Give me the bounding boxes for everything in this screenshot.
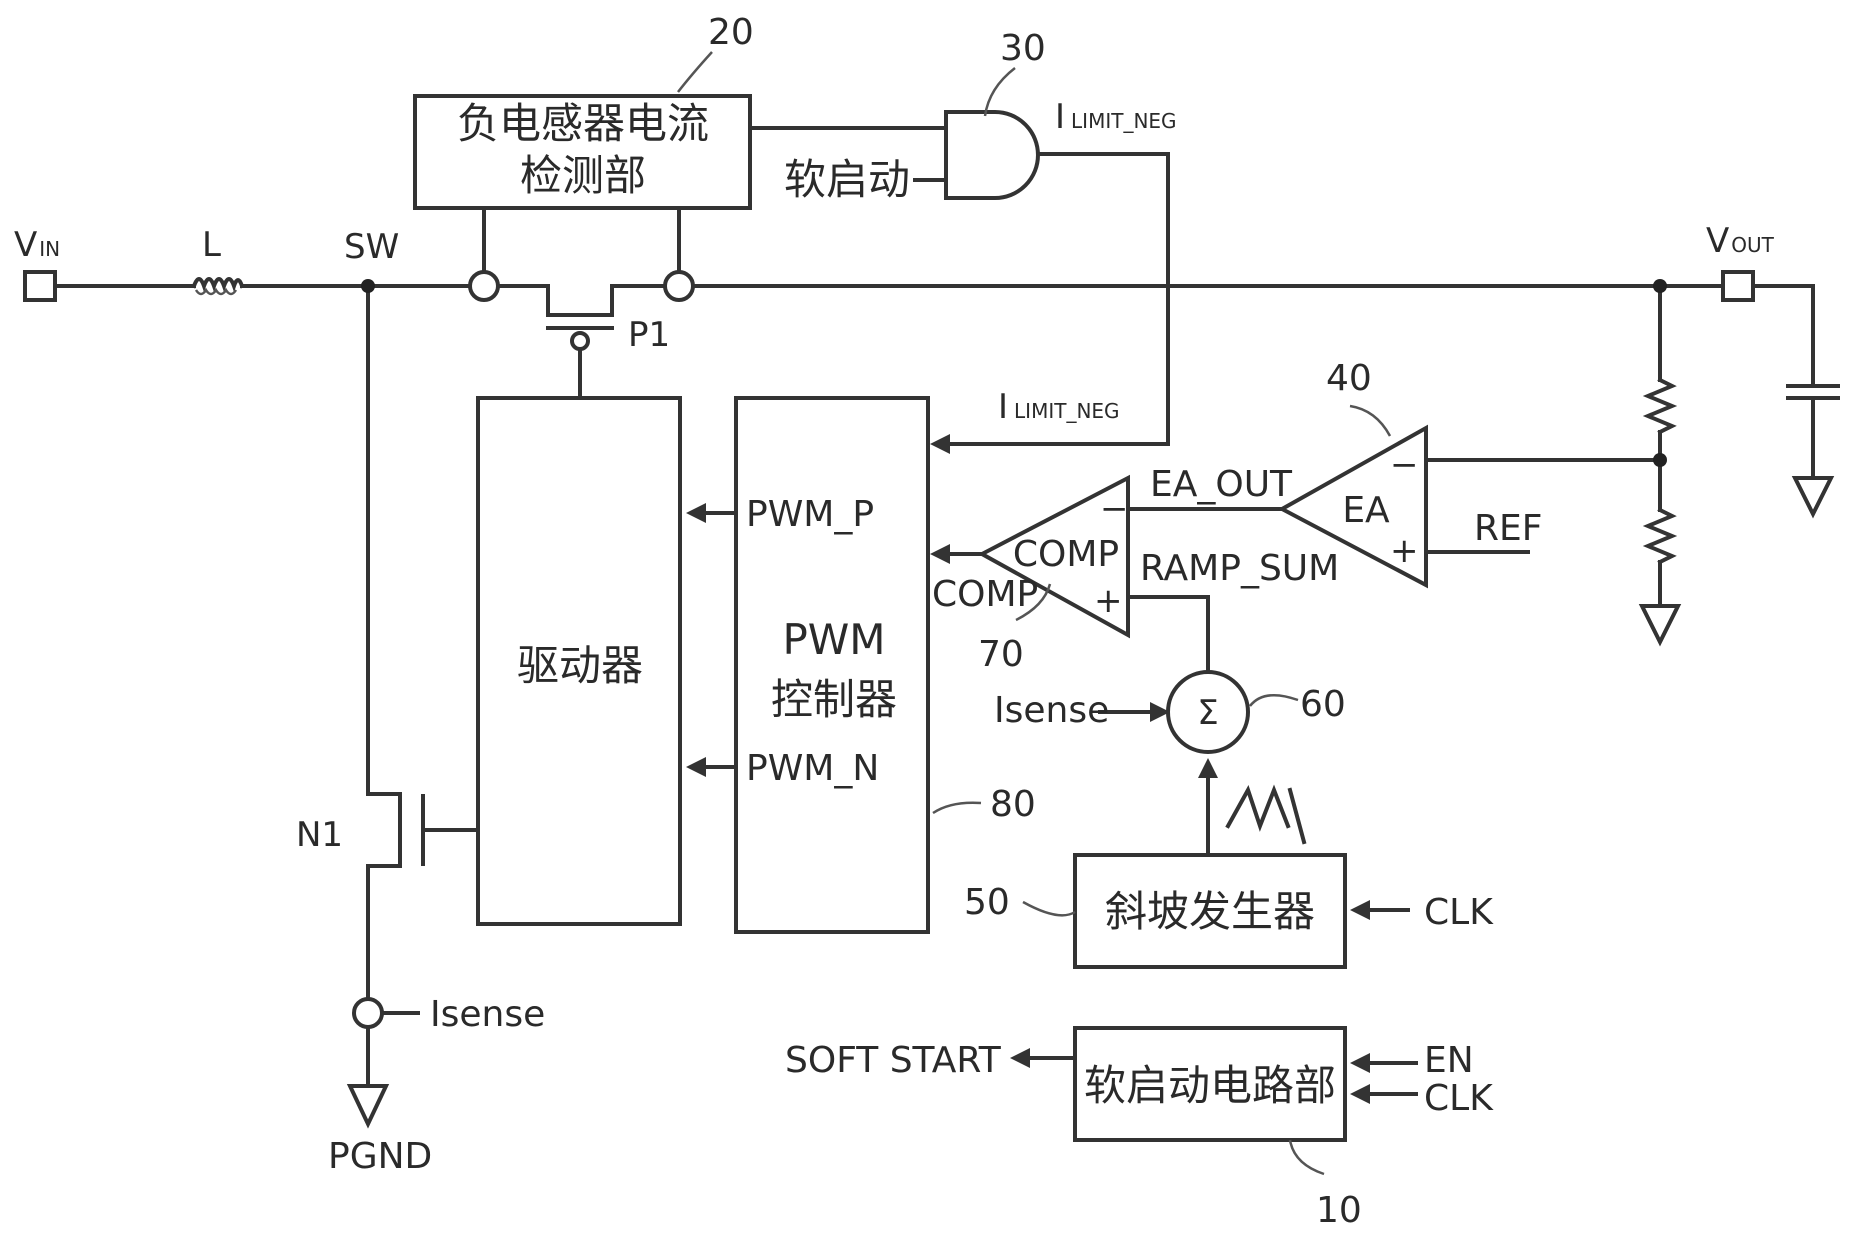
cap-ground-icon: [1791, 476, 1835, 519]
pwm-controller-ref: 80: [990, 784, 1036, 825]
detector-label-line1: 负电感器电流: [457, 99, 709, 148]
summer-circle: [1166, 670, 1250, 754]
summer-symbol: Σ: [1197, 693, 1218, 733]
and-gate-ref: 30: [1000, 28, 1046, 69]
driver-block: [476, 396, 682, 926]
comparator-label: COMP: [1013, 534, 1119, 575]
sense-point-left: [468, 270, 500, 302]
comparator-plus: +: [1094, 581, 1123, 621]
detector-label-line2: 检测部: [520, 151, 646, 200]
sw-label: SW: [344, 227, 399, 267]
neg-current-detector-block: [413, 94, 752, 210]
comparator-out-label: COMP: [932, 574, 1038, 615]
and-gate-input-label: 软启动: [784, 155, 910, 204]
isense-summer-label: Isense: [994, 690, 1109, 731]
pwm-controller-label-line1: PWM: [782, 615, 885, 664]
pwm-controller-label-line2: 控制器: [771, 675, 897, 724]
resistor-bottom: [1642, 507, 1678, 565]
soft-start-ref: 10: [1316, 1190, 1362, 1231]
inductor: [191, 277, 245, 296]
isense-point: [352, 997, 384, 1029]
ea-out-label: EA_OUT: [1150, 464, 1293, 505]
n1-transistor: [398, 792, 425, 868]
divider-ground-icon: [1638, 604, 1682, 647]
comparator-minus: −: [1100, 489, 1129, 529]
leader-lines: [677, 51, 1392, 1176]
clk-soft-label: CLK: [1424, 1078, 1494, 1119]
summer-ref: 60: [1300, 684, 1346, 725]
comparator-ref: 70: [978, 634, 1024, 675]
clk-ramp-label: CLK: [1424, 892, 1494, 933]
comparator-triangle: [977, 474, 1130, 639]
soft-start-label: 软启动电路部: [1084, 1061, 1336, 1110]
inductor-label: L: [202, 225, 221, 265]
soft-start-out-label: SOFT START: [785, 1040, 1002, 1081]
ramp-generator-ref: 50: [964, 882, 1010, 923]
sense-point-right: [663, 270, 695, 302]
pgnd-ground-icon: [346, 1084, 390, 1129]
pwm-p-label: PWM_P: [746, 494, 874, 535]
resistor-top: [1642, 377, 1678, 435]
isense-bottom-label: Isense: [430, 994, 545, 1035]
error-amp-triangle: [1277, 424, 1428, 589]
n1-label: N1: [296, 815, 343, 855]
pgnd-label: PGND: [328, 1136, 432, 1177]
driver-label: 驱动器: [517, 641, 643, 690]
en-label: EN: [1424, 1040, 1474, 1081]
output-capacitor: [1786, 384, 1840, 400]
p1-gate-bubble: [570, 331, 590, 351]
detector-ref: 20: [708, 12, 754, 53]
arrowheads: [686, 434, 1370, 1104]
error-amp-label: EA: [1342, 490, 1390, 531]
vout-terminal: [1721, 270, 1755, 302]
error-amp-ref: 40: [1326, 358, 1372, 399]
p1-label: P1: [628, 315, 670, 355]
vin-terminal: [23, 270, 57, 302]
and-gate: [944, 110, 1040, 200]
error-amp-minus: −: [1390, 445, 1419, 485]
wires: [55, 126, 1815, 1096]
pwm-controller-block: [734, 396, 930, 934]
ramp-generator-label: 斜坡发生器: [1105, 887, 1315, 936]
ramp-sum-label: RAMP_SUM: [1140, 548, 1339, 589]
pwm-n-label: PWM_N: [746, 748, 879, 789]
ramp-waveform-icon: [1225, 784, 1307, 845]
ref-label: REF: [1474, 508, 1542, 549]
junction-dots: [361, 279, 1667, 467]
soft-start-circuit-block: [1073, 1026, 1347, 1142]
ramp-generator-block: [1073, 853, 1347, 969]
error-amp-plus: +: [1390, 531, 1419, 571]
